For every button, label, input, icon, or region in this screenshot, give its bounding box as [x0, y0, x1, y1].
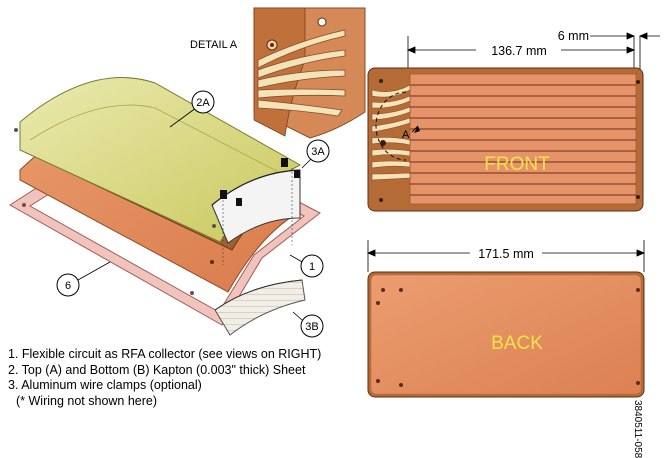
front-circuit-panel — [367, 67, 644, 212]
screw-icon — [220, 158, 300, 206]
note-1: 1. Flexible circuit as RFA collector (se… — [8, 347, 322, 361]
back-panel — [367, 271, 645, 398]
assembly-notes: 1. Flexible circuit as RFA collector (se… — [8, 347, 321, 409]
detail-a-label: DETAIL A — [190, 39, 238, 51]
aluminum-clamp-bottom — [214, 279, 306, 336]
svg-text:2A: 2A — [196, 97, 210, 109]
back-dimensions — [366, 240, 646, 272]
front-collector-strips — [410, 84, 636, 196]
detail-marker: A — [402, 129, 410, 141]
note-4: (* Wiring not shown here) — [16, 393, 158, 408]
front-length-dimension: 136.7 mm — [491, 44, 547, 58]
svg-text:3A: 3A — [311, 146, 325, 158]
callout-1: 1 — [289, 254, 324, 278]
front-offset-dimension: 6 mm — [558, 29, 589, 43]
callout-3b: 3B — [292, 311, 324, 338]
svg-text:6: 6 — [65, 280, 71, 292]
svg-text:1: 1 — [309, 261, 315, 273]
front-label: FRONT — [484, 154, 550, 175]
aluminum-clamp-top — [211, 158, 301, 265]
detail-traces — [257, 29, 346, 117]
note-2: 2. Top (A) and Bottom (B) Kapton (0.003"… — [8, 362, 306, 377]
rfa-assembly-diagram: 2A 3A 1 6 3B DETAIL A — [9, 7, 660, 398]
callout-3a: 3A — [301, 139, 330, 169]
svg-text:3B: 3B — [305, 321, 318, 333]
callout-2a: 2A — [169, 90, 215, 128]
figure-id: 3840511-058 — [632, 400, 643, 458]
back-length-dimension: 171.5 mm — [478, 247, 534, 261]
note-3: 3. Aluminum wire clamps (optional) — [8, 378, 202, 392]
front-dimensions — [406, 32, 660, 75]
back-label: BACK — [491, 333, 543, 354]
callout-6: 6 — [56, 261, 111, 297]
detail-a-inset — [253, 7, 366, 139]
